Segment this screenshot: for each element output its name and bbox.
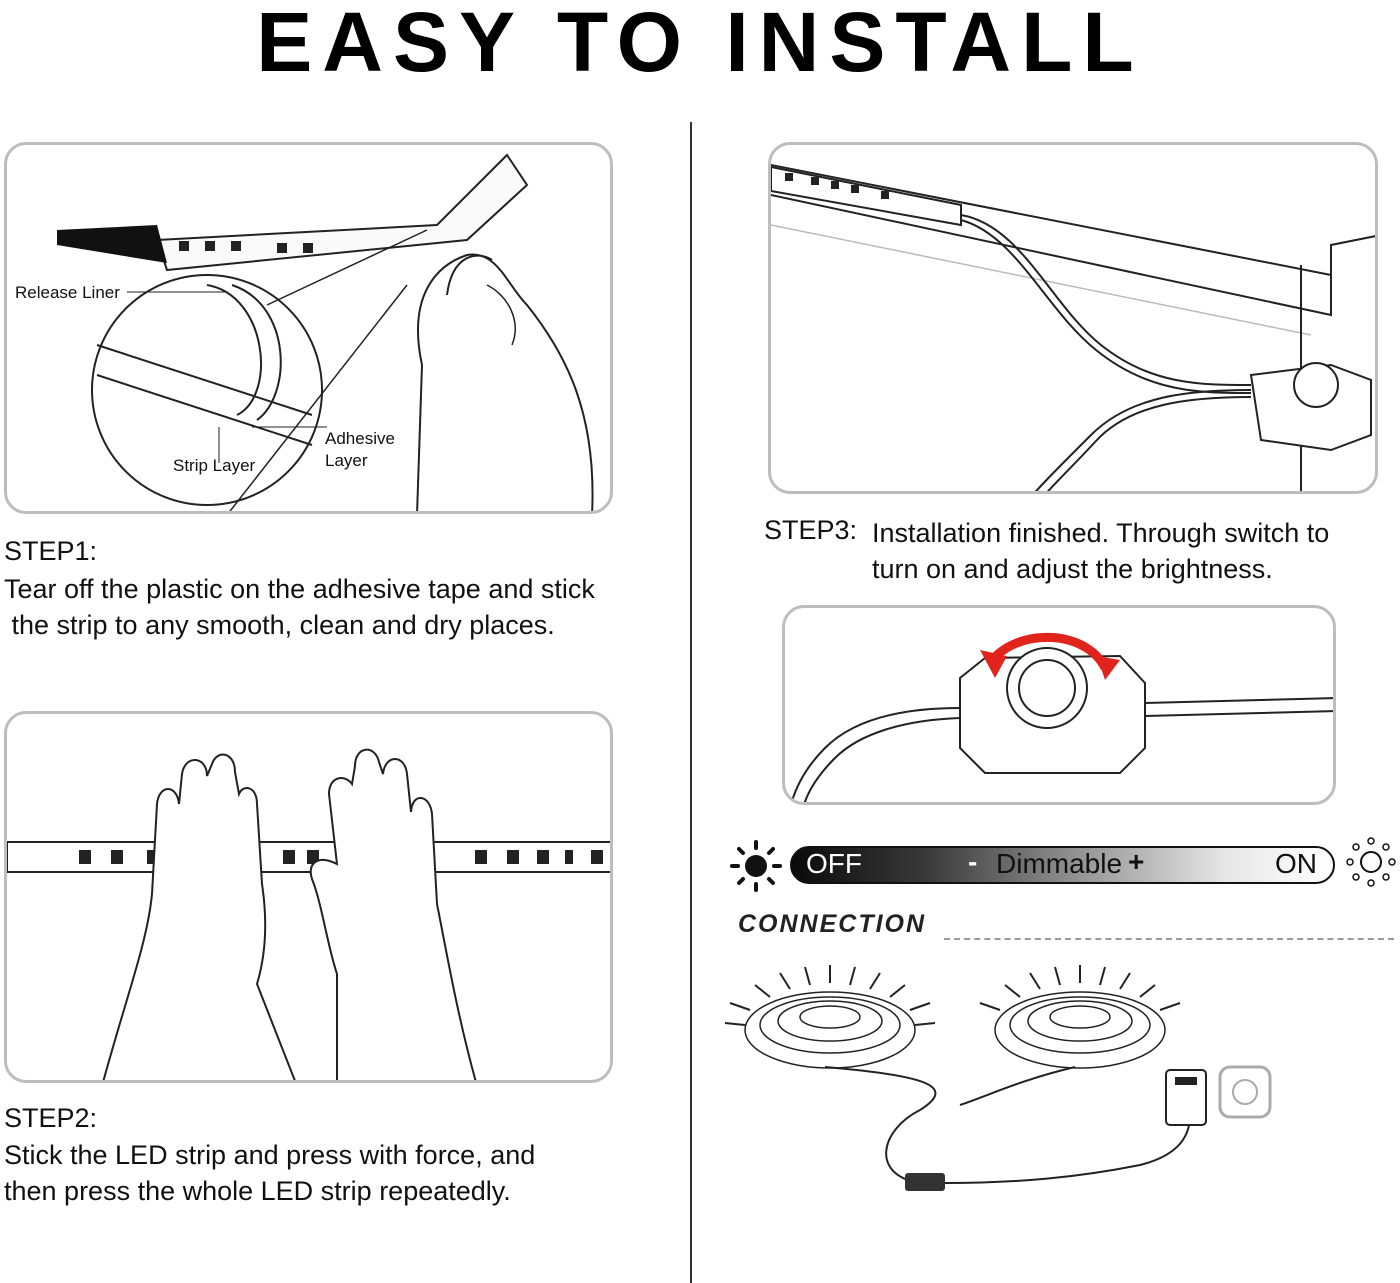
release-liner-label: Release Liner [15, 283, 120, 302]
step3-line2: turn on and adjust the brightness. [872, 554, 1273, 584]
step1-title: STEP1: [4, 536, 98, 566]
connection-heading: CONNECTION [738, 910, 927, 938]
step3-title: STEP3: [764, 515, 858, 545]
strip-layer-label: Strip Layer [173, 456, 256, 475]
press-strip-drawing [7, 748, 610, 1080]
step1-line1: Tear off the plastic on the adhesive tap… [4, 574, 595, 604]
installed-strip-drawing [771, 164, 1375, 491]
adhesive-layer-label-2: Layer [325, 451, 368, 470]
off-label: OFF [806, 848, 862, 879]
peel-liner-drawing [57, 153, 594, 511]
step3-illustration [768, 142, 1378, 494]
dimmer-switch-drawing [790, 632, 1333, 802]
step3-line1: Installation finished. Through switch to [872, 518, 1330, 548]
connection-diagram [724, 965, 1272, 1191]
dark-sun-icon [730, 840, 782, 892]
on-label: ON [1275, 848, 1317, 879]
dimmer-closeup [782, 605, 1336, 805]
step1-line2: the strip to any smooth, clean and dry p… [4, 610, 555, 640]
plus-label: + [1128, 846, 1145, 877]
light-sun-icon [1346, 837, 1396, 887]
step2-line2: then press the whole LED strip repeatedl… [4, 1176, 511, 1206]
step2-illustration [4, 711, 613, 1083]
step2-line1: Stick the LED strip and press with force… [4, 1140, 536, 1170]
adhesive-layer-label-1: Adhesive [325, 429, 395, 448]
dimmable-bar [790, 846, 1335, 884]
connection-rule [944, 938, 1394, 940]
center-divider [690, 122, 692, 1283]
step2-title: STEP2: [4, 1103, 98, 1133]
step1-illustration: Release Liner Adhesive Layer Strip Layer [4, 142, 613, 514]
page-title: EASY TO INSTALL [256, 0, 1144, 89]
minus-label: - [968, 846, 978, 877]
dimmable-label: Dimmable [996, 848, 1123, 879]
